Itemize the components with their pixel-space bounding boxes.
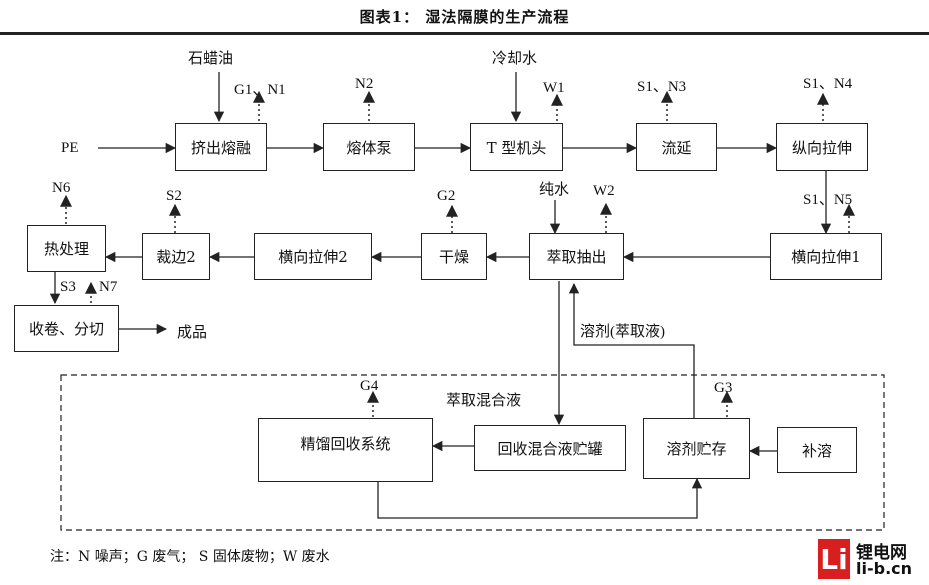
node-trim: 裁边2 [142,233,210,280]
label-pure-water: 纯水 [539,182,570,198]
title-rule [0,32,929,35]
node-wind-slit: 收卷、分切 [14,305,119,352]
emission-trim: S2 [166,188,182,204]
emission-distill: G4 [360,378,379,394]
emission-t-die: W1 [543,80,565,96]
site-logo: Li 锂电网 li-b.cn [818,535,928,583]
emission-dry: G2 [437,188,456,204]
emission-extract: W2 [593,183,615,199]
label-paraffin: 石蜡油 [188,51,234,67]
recovery-zone [60,374,885,531]
logo-en-text: li-b.cn [856,559,913,578]
node-md-stretch: 纵向拉伸 [776,123,868,171]
node-makeup: 补溶 [777,427,857,473]
node-solvent-store: 溶剂贮存 [643,418,750,479]
node-casting: 流延 [636,123,717,171]
logo-cn-text: 锂电网 [856,543,907,563]
emission-extrude: G1、N1 [234,82,286,98]
node-mix-tank: 回收混合液贮罐 [474,425,626,471]
label-mixture: 萃取混合液 [446,393,522,409]
node-extract: 萃取抽出 [529,233,624,280]
node-t-die: T 型机头 [470,123,563,171]
figure-title: 图表1： 湿法隔膜的生产流程 [359,8,570,26]
label-solvent-return: 溶剂(萃取液) [580,324,665,340]
emission-melt-pump: N2 [355,76,374,92]
emission-td-stretch1: S1、N5 [803,192,853,208]
node-td-stretch1: 横向拉伸1 [770,233,882,280]
node-td-stretch2: 横向拉伸2 [254,233,372,280]
emission-md-stretch: S1、N4 [803,76,853,92]
node-extrude: 挤出熔融 [175,123,267,171]
node-dry: 干燥 [421,233,487,280]
emission-solvent-store: G3 [714,380,733,396]
emission-heat: N6 [52,180,71,196]
arrow-solvent-return [568,282,695,418]
legend-note: 注：N 噪声；G 废气； S 固体废物；W 废水 [50,549,330,565]
node-heat: 热处理 [27,225,106,272]
emission-wind-n7: N7 [99,279,118,295]
logo-mark-icon: Li [818,539,850,579]
label-pe: PE [61,140,79,156]
emission-wind-s3: S3 [60,279,76,295]
emission-casting: S1、N3 [637,79,687,95]
node-melt-pump: 熔体泵 [323,123,415,171]
label-cooling: 冷却水 [492,51,538,67]
label-product: 成品 [177,325,208,341]
node-distill: 精馏回收系统 [258,418,433,482]
arrow-distill-store [377,477,703,519]
